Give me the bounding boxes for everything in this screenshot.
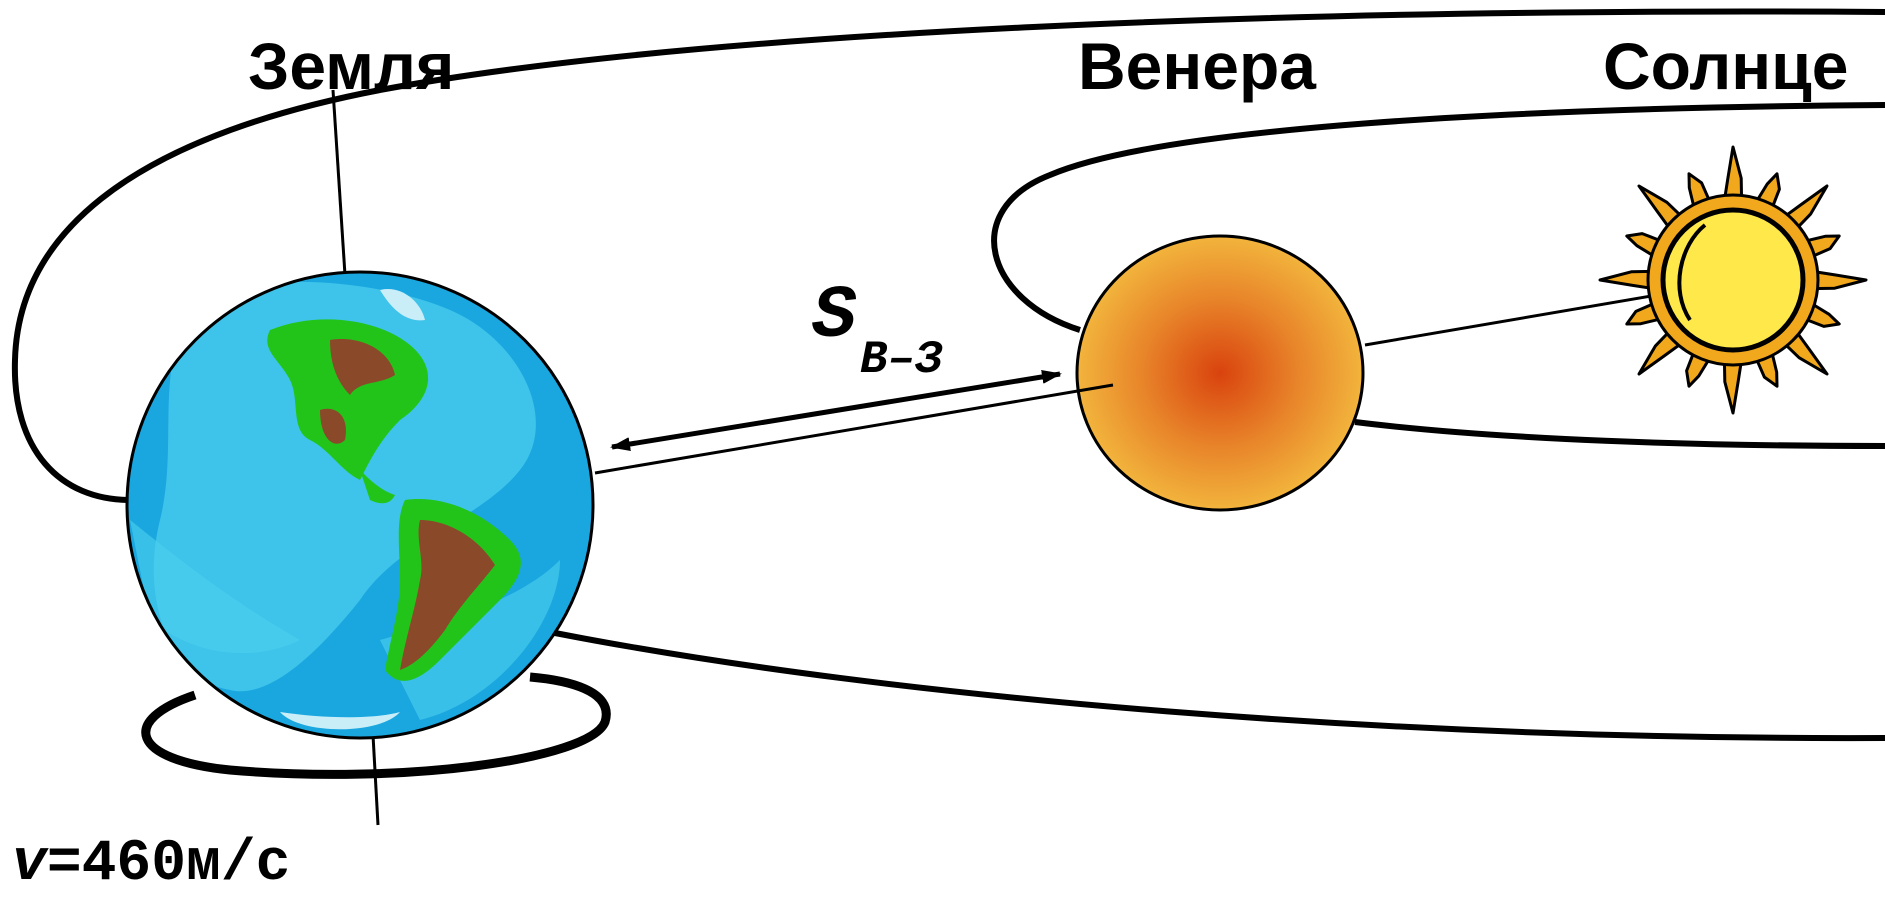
- earth-label: Земля: [248, 29, 455, 103]
- venus-planet: [1075, 234, 1365, 512]
- sun-icon: [1598, 145, 1868, 415]
- distance-subscript: В–З: [860, 334, 943, 386]
- earth-orbit: [11, 8, 1885, 503]
- velocity-symbol: v: [12, 832, 47, 897]
- sun-ray: [1722, 145, 1744, 202]
- earth-label-leader: [331, 89, 347, 276]
- sun-ray: [1722, 358, 1744, 415]
- distance-symbol: S: [812, 280, 856, 354]
- velocity-leader: [371, 734, 380, 826]
- earth-venus-line: [594, 383, 1114, 475]
- sun-ray: [1598, 269, 1655, 291]
- sun-ray: [1811, 269, 1868, 291]
- venus-label: Венера: [1078, 29, 1316, 103]
- distance-arrow: [610, 369, 1062, 452]
- venus-orbit: [991, 102, 1885, 333]
- velocity-label: v=460м/с: [12, 836, 290, 894]
- sun-label: Солнце: [1603, 29, 1849, 103]
- earth-orbit-lower: [554, 630, 1885, 742]
- venus-orbit-lower: [1354, 419, 1885, 449]
- earth-globe: [125, 270, 595, 740]
- distance-symbol-letter: S: [812, 275, 857, 359]
- velocity-value: =460м/с: [46, 832, 291, 897]
- earth-rotation-loop: [141, 672, 611, 779]
